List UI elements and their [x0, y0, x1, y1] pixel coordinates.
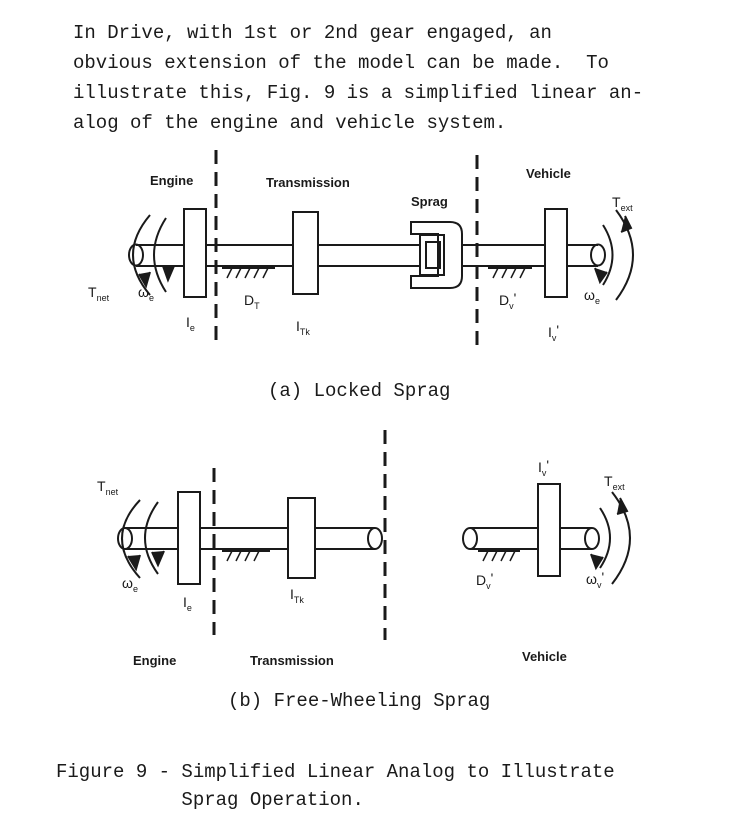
torque-arc-omega-v-b — [599, 507, 611, 569]
arrow-head — [127, 554, 141, 572]
label-vehicle: Vehicle — [526, 166, 571, 181]
shaft-sprag-vehicle — [462, 244, 545, 267]
label-i-v: Iv' — [548, 322, 559, 343]
paragraph-line: In Drive, with 1st or 2nd gear engaged, … — [73, 22, 552, 44]
arrow-head — [620, 215, 633, 233]
ground-hatch-dt-b — [226, 550, 260, 562]
torque-arc-text-b — [611, 491, 631, 585]
vehicle-inertia-disk — [544, 208, 568, 298]
shaft-vehicle-right-b — [560, 527, 592, 550]
figure-caption-line: Figure 9 - Simplified Linear Analog to I… — [56, 761, 615, 783]
ground-hatch-dv-b — [482, 550, 516, 562]
label-t-net-b: Tnet — [97, 478, 119, 497]
label-omega-e-left: ωe — [138, 284, 154, 303]
label-d-t: DT — [244, 292, 260, 311]
labels-a: Engine Transmission Sprag Vehicle Tnet ω… — [88, 166, 633, 343]
shaft-vehicle-left-b — [470, 527, 538, 550]
paragraph-line: alog of the engine and vehicle system. — [73, 112, 507, 134]
label-omega-e-right: ωe — [584, 287, 600, 306]
shaft-transmission-end-b — [315, 527, 375, 550]
label-d-v: Dv' — [499, 290, 516, 311]
arrow-head — [162, 265, 175, 283]
torque-arc-omega-right — [602, 224, 614, 286]
label-sprag: Sprag — [411, 194, 448, 209]
label-transmission-b: Transmission — [250, 653, 334, 668]
shaft-end-cap — [590, 243, 606, 267]
shaft-end-cap — [584, 527, 600, 550]
arrow-head — [616, 497, 629, 515]
figure-caption-line: Sprag Operation. — [56, 789, 364, 811]
torque-arc-omega-b — [144, 501, 159, 575]
sprag-hub — [425, 241, 441, 269]
shaft-end-right — [567, 244, 598, 267]
paragraph-line: illustrate this, Fig. 9 is a simplified … — [73, 82, 644, 104]
shaft-end-cap — [462, 527, 478, 550]
torque-arc-omega — [153, 217, 167, 293]
caption-free-wheeling-sprag: (b) Free-Wheeling Sprag — [228, 690, 491, 712]
shaft-end-left — [136, 244, 184, 267]
shaft-end-cap — [367, 527, 383, 550]
shaft-end-left-b — [125, 527, 178, 550]
label-vehicle-b: Vehicle — [522, 649, 567, 664]
label-i-v-b: Iv' — [538, 457, 549, 478]
label-i-tk-b: ITk — [290, 586, 304, 605]
torque-arc-tnet — [132, 214, 151, 296]
engine-inertia-disk — [183, 208, 207, 298]
label-t-net: Tnet — [88, 284, 110, 303]
arrow-head — [590, 553, 604, 571]
sprag-outer — [410, 221, 463, 289]
label-i-tk: ITk — [296, 318, 310, 337]
shaft-end-cap — [117, 527, 133, 550]
label-t-ext-b: Text — [604, 473, 625, 492]
ground-hatch-dv — [492, 267, 526, 279]
caption-locked-sprag: (a) Locked Sprag — [268, 380, 451, 402]
label-engine-b: Engine — [133, 653, 176, 668]
transmission-inertia-disk — [292, 211, 319, 295]
figure-caption: Figure 9 - Simplified Linear Analog to I… — [56, 758, 615, 814]
label-transmission: Transmission — [266, 175, 350, 190]
arrow-head — [151, 550, 165, 568]
shaft-engine-transmission-b — [200, 527, 288, 550]
engine-inertia-disk-b — [177, 491, 201, 585]
label-i-e-b: Ie — [183, 594, 192, 613]
label-omega-v-b: ωv' — [586, 569, 604, 590]
shaft-transmission-sprag — [318, 244, 420, 267]
arrow-head — [594, 267, 608, 285]
labels-b: Tnet ωe Ie ITk Iv' Text Dv' ωv' Engine T… — [97, 457, 625, 668]
diagram-a — [128, 150, 634, 345]
label-engine: Engine — [150, 173, 193, 188]
label-omega-e-b: ωe — [122, 575, 138, 594]
intro-paragraph: In Drive, with 1st or 2nd gear engaged, … — [73, 18, 643, 138]
label-i-e: Ie — [186, 314, 195, 333]
torque-arc-text — [615, 209, 634, 301]
arrow-head — [138, 271, 151, 289]
shaft-engine-transmission — [206, 244, 293, 267]
vehicle-inertia-disk-b — [537, 483, 561, 577]
transmission-inertia-disk-b — [287, 497, 316, 579]
label-t-ext: Text — [612, 194, 633, 213]
torque-arc-tnet-b — [121, 499, 141, 579]
ground-hatch-dt — [226, 267, 269, 279]
shaft-end-cap — [128, 243, 144, 267]
label-d-v-b: Dv' — [476, 570, 493, 591]
sprag-inner — [419, 234, 445, 276]
diagram-b — [117, 430, 631, 640]
paragraph-line: obvious extension of the model can be ma… — [73, 52, 609, 74]
